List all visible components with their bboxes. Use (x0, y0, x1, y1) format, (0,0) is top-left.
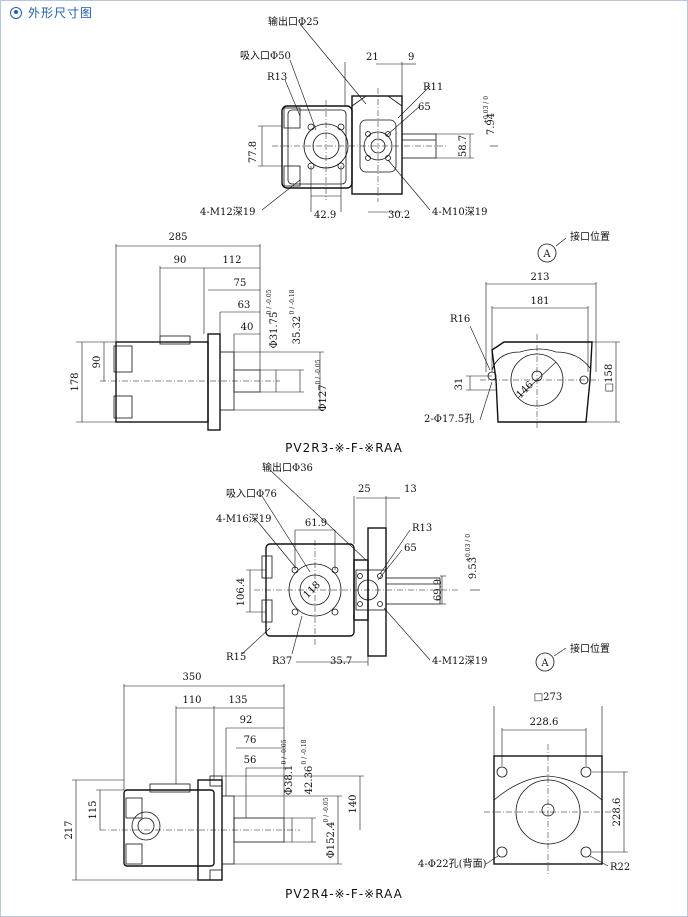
svg-text:90: 90 (92, 356, 103, 369)
svg-text:R13: R13 (412, 523, 432, 534)
svg-text:0 / -0.05: 0 / -0.05 (281, 739, 288, 764)
svg-text:112: 112 (222, 255, 241, 266)
svg-text:R15: R15 (226, 652, 246, 663)
svg-text:+0.03 / 0: +0.03 / 0 (483, 96, 490, 124)
pv2r4-side-view (72, 684, 364, 881)
svg-text:106.4: 106.4 (236, 578, 247, 607)
svg-text:118: 118 (302, 580, 323, 601)
svg-text:13: 13 (404, 484, 417, 495)
pv2r3-side-labels: 285 90 112 75 63 40 178 90 Φ31.75 0 / -0… (70, 232, 329, 412)
svg-text:A: A (540, 658, 549, 669)
svg-text:61.9: 61.9 (305, 518, 327, 529)
svg-text:2-Φ17.5孔: 2-Φ17.5孔 (424, 413, 474, 425)
svg-text:217: 217 (64, 820, 75, 839)
pv2r3-front-view (466, 237, 620, 430)
svg-text:Φ152.4: Φ152.4 (326, 822, 337, 859)
svg-text:吸入口Φ76: 吸入口Φ76 (226, 489, 277, 500)
pv2r4-front-view (484, 647, 628, 874)
svg-text:4-M12深19: 4-M12深19 (432, 655, 487, 667)
header-title: 外形尺寸图 (28, 6, 94, 20)
pv2r4-title: PV2R4-※-F-※RAA (285, 887, 403, 901)
pv2r3-top-labels: 输出口Φ25 吸入口Φ50 R13 21 9 R11 65 77.8 58.7 … (200, 15, 497, 221)
svg-text:58.7: 58.7 (458, 135, 469, 157)
svg-text:110: 110 (182, 695, 201, 706)
svg-text:135: 135 (228, 695, 247, 706)
svg-text:+0.03 / 0: +0.03 / 0 (465, 534, 472, 562)
svg-text:115: 115 (88, 800, 99, 819)
svg-text:228.6: 228.6 (612, 798, 623, 827)
svg-text:Φ38.1: Φ38.1 (284, 765, 295, 795)
pv2r3-title: PV2R3-※-F-※RAA (285, 441, 403, 455)
svg-text:228.6: 228.6 (530, 717, 559, 728)
svg-text:R11: R11 (423, 82, 443, 93)
svg-text:35.32: 35.32 (292, 316, 303, 345)
svg-text:9: 9 (408, 52, 414, 63)
svg-text:75: 75 (234, 278, 247, 289)
svg-text:吸入口Φ50: 吸入口Φ50 (240, 51, 291, 62)
pv2r3-front-labels: A 接口位置 213 181 R16 31 146 □158 2-Φ17.5孔 (424, 230, 615, 425)
svg-text:□158: □158 (604, 364, 615, 393)
svg-text:213: 213 (530, 272, 549, 283)
svg-text:0 / -0.05: 0 / -0.05 (323, 797, 330, 822)
svg-text:25: 25 (358, 484, 371, 495)
bullet-circle-icon (10, 6, 22, 19)
svg-text:A: A (542, 249, 551, 260)
svg-text:40: 40 (241, 322, 254, 333)
svg-text:77.8: 77.8 (248, 141, 259, 163)
svg-text:140: 140 (348, 794, 359, 813)
pv2r4-front-labels: A 接口位置 □273 228.6 228.6 4-Φ22孔(背面) R22 (418, 642, 630, 873)
svg-text:92: 92 (240, 715, 253, 726)
svg-text:输出口Φ36: 输出口Φ36 (262, 461, 313, 474)
pv2r4-top-view (241, 469, 480, 666)
svg-text:42.36: 42.36 (304, 766, 315, 795)
svg-text:R16: R16 (450, 314, 470, 325)
svg-text:接口位置: 接口位置 (570, 230, 610, 243)
header: 外形尺寸图 (10, 4, 93, 21)
pv2r3-top-view (258, 23, 498, 213)
pv2r4-top-labels: 输出口Φ36 吸入口Φ76 4-M16深19 61.9 25 13 R13 65… (216, 461, 487, 667)
svg-text:350: 350 (182, 672, 201, 683)
svg-text:69.9: 69.9 (433, 579, 444, 601)
svg-text:Φ31.75: Φ31.75 (269, 312, 280, 349)
svg-text:R13: R13 (267, 72, 287, 83)
svg-text:R22: R22 (610, 862, 630, 873)
svg-text:178: 178 (70, 372, 81, 391)
pv2r3-side-view (76, 244, 324, 431)
svg-text:0 / -0.05: 0 / -0.05 (315, 359, 322, 384)
pv2r4-side-labels: 350 110 135 92 76 56 217 115 Φ38.1 0 / -… (64, 672, 359, 858)
svg-text:输出口Φ25: 输出口Φ25 (268, 15, 319, 28)
svg-text:30.2: 30.2 (388, 210, 410, 221)
svg-text:R37: R37 (272, 656, 292, 667)
svg-text:181: 181 (530, 296, 549, 307)
svg-text:65: 65 (418, 102, 431, 113)
svg-text:4-M10深19: 4-M10深19 (432, 206, 487, 218)
svg-text:285: 285 (168, 232, 187, 243)
svg-text:31: 31 (454, 378, 465, 391)
svg-text:76: 76 (244, 735, 257, 746)
svg-text:90: 90 (174, 255, 187, 266)
svg-text:4-M12深19: 4-M12深19 (200, 206, 255, 218)
svg-text:0 / -0.05: 0 / -0.05 (266, 289, 273, 314)
svg-text:0 / -0.18: 0 / -0.18 (289, 289, 296, 314)
svg-text:21: 21 (366, 52, 379, 63)
svg-text:35.7: 35.7 (330, 656, 352, 667)
svg-text:4-Φ22孔(背面): 4-Φ22孔(背面) (418, 857, 487, 870)
svg-text:7.94: 7.94 (486, 113, 497, 135)
svg-text:Φ127: Φ127 (318, 384, 329, 411)
svg-text:56: 56 (244, 755, 257, 766)
svg-text:63: 63 (238, 300, 251, 311)
svg-text:接口位置: 接口位置 (570, 642, 610, 655)
svg-text:42.9: 42.9 (314, 210, 336, 221)
svg-text:65: 65 (404, 543, 417, 554)
svg-text:4-M16深19: 4-M16深19 (216, 513, 271, 525)
svg-text:0 / -0.18: 0 / -0.18 (301, 739, 308, 764)
svg-text:□273: □273 (534, 692, 563, 703)
svg-text:9.53: 9.53 (468, 557, 479, 579)
